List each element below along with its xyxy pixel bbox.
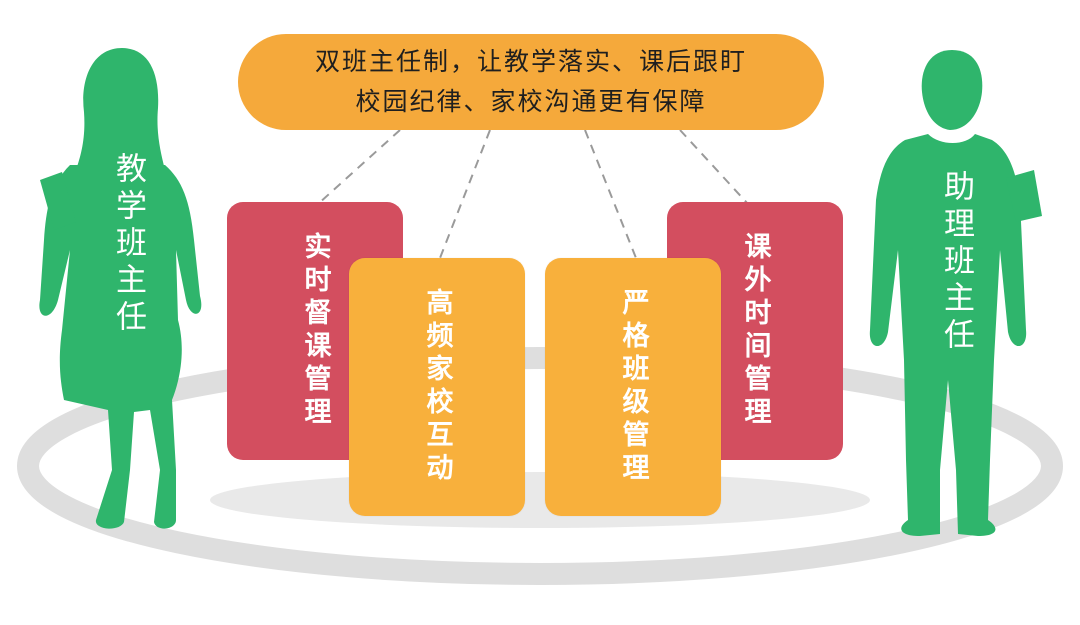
teacher-silhouette-left [39, 48, 202, 529]
card-homeschool-label: 高频家校互动 [421, 288, 453, 486]
banner-line-2: 校园纪律、家校沟通更有保障 [355, 87, 707, 116]
card-realtime-label: 实时督课管理 [299, 232, 331, 430]
card-afterclass-management: 课外时间管理 [667, 202, 843, 460]
card-strict-label: 严格班级管理 [617, 288, 649, 486]
platform-ring [17, 347, 1063, 585]
banner-line-1: 双班主任制，让教学落实、课后跟盯 [314, 47, 747, 76]
card-shadow [210, 472, 870, 528]
card-homeschool-interaction: 高频家校互动 [349, 258, 525, 516]
left-person-label: 教学班主任 [110, 152, 146, 337]
summary-banner: 双班主任制，让教学落实、课后跟盯 校园纪律、家校沟通更有保障 [238, 34, 824, 130]
card-strict-class-management: 严格班级管理 [545, 258, 721, 516]
card-afterclass-label: 课外时间管理 [739, 232, 771, 430]
assistant-silhouette-right [869, 50, 1042, 536]
right-person-label: 助理班主任 [938, 170, 974, 355]
connector-lines [317, 129, 749, 259]
